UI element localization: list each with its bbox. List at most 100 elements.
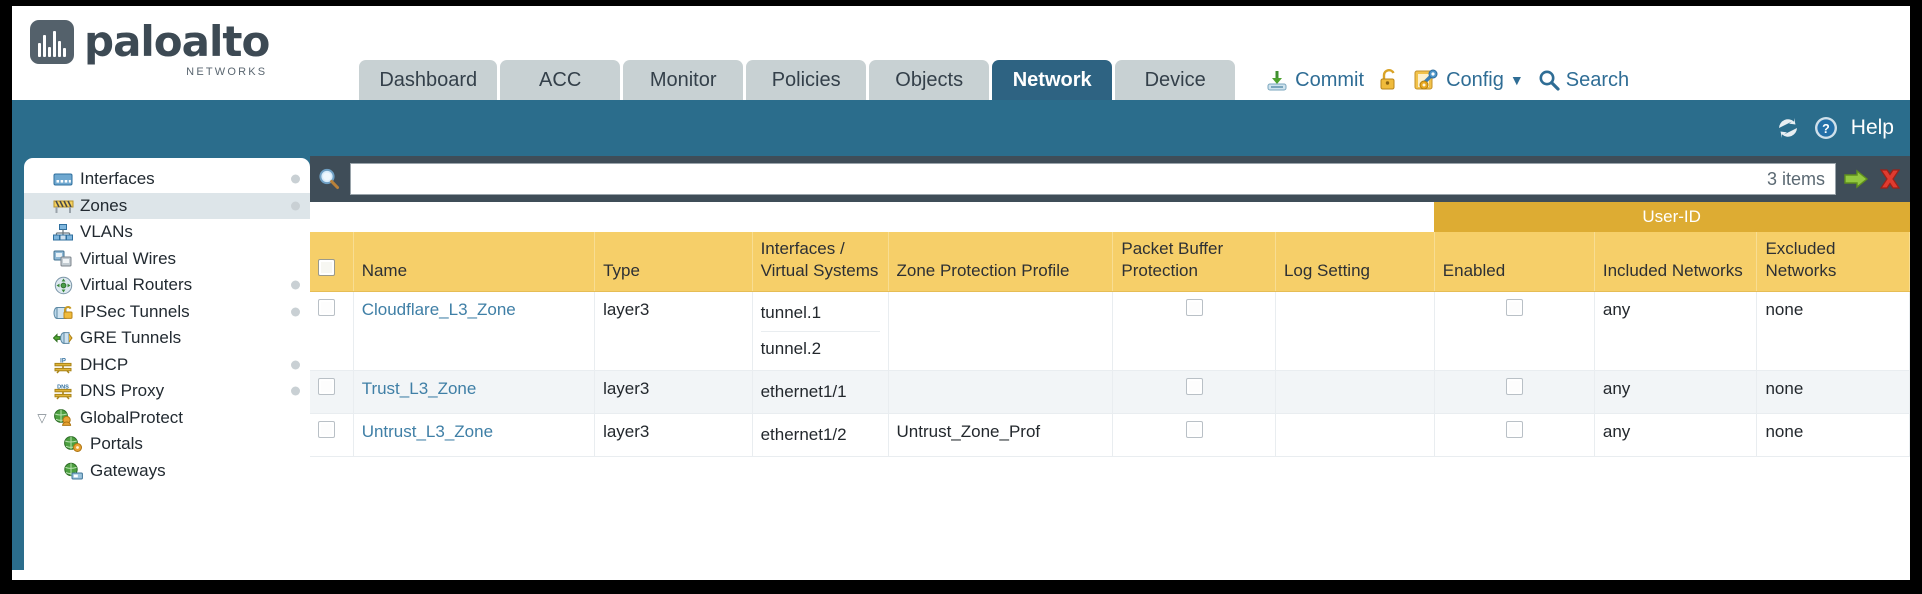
cell-user-id-enabled[interactable] [1434, 370, 1595, 415]
sidebar-item-virtual-wires[interactable]: Virtual Wires [24, 246, 310, 273]
gateways-icon [60, 462, 86, 480]
status-dot [291, 386, 300, 396]
tab-monitor[interactable]: Monitor [623, 60, 744, 100]
cell-zone-protection-profile: Untrust_Zone_Prof [888, 413, 1114, 458]
table-row[interactable]: Cloudflare_L3_Zone layer3 tunnel.1 tunne… [310, 291, 1910, 371]
column-header-included-networks[interactable]: Included Networks [1594, 231, 1758, 292]
cell-user-id-enabled[interactable] [1434, 291, 1595, 371]
zone-name-link[interactable]: Cloudflare_L3_Zone [361, 299, 516, 319]
commit-button[interactable]: Commit [1265, 68, 1364, 92]
paloalto-logo-icon [30, 20, 74, 64]
sidebar-item-portals[interactable]: Portals [24, 431, 310, 458]
config-menu-button[interactable]: Config ▼ [1414, 68, 1524, 92]
sidebar-item-interfaces[interactable]: Interfaces [24, 166, 310, 193]
row-checkbox[interactable] [318, 421, 335, 439]
sidebar-item-label: GRE Tunnels [80, 328, 182, 348]
cell-log-setting [1275, 413, 1435, 458]
group-header-user-id: User-ID [1434, 202, 1910, 233]
cell-included-networks: any [1594, 291, 1758, 371]
tab-policies[interactable]: Policies [746, 60, 867, 100]
tab-objects[interactable]: Objects [869, 60, 990, 100]
help-icon[interactable]: ? [1813, 115, 1839, 141]
column-header-enabled[interactable]: Enabled [1434, 231, 1595, 292]
column-header-zone-protection-profile[interactable]: Zone Protection Profile [888, 231, 1114, 292]
gre-tunnels-icon [50, 330, 76, 346]
row-checkbox[interactable] [318, 377, 335, 395]
refresh-icon[interactable] [1775, 115, 1801, 141]
expand-collapse-triangle-icon[interactable]: ▽ [37, 410, 47, 425]
sidebar-item-dhcp[interactable]: IP DHCP [24, 352, 310, 379]
item-count-label: 3 items [1766, 168, 1825, 189]
sidebar: Interfaces Zones [12, 156, 310, 570]
sidebar-item-label: VLANs [80, 222, 133, 242]
packet-buffer-protection-checkbox[interactable] [1185, 421, 1203, 439]
cell-user-id-enabled[interactable] [1434, 413, 1595, 458]
cell-packet-buffer-protection[interactable] [1112, 370, 1276, 415]
table-row[interactable]: Untrust_L3_Zone layer3 ethernet1/2 Untru… [310, 413, 1910, 458]
packet-buffer-protection-checkbox[interactable] [1185, 377, 1203, 395]
dhcp-icon: IP [50, 356, 76, 374]
user-id-enabled-checkbox[interactable] [1505, 298, 1523, 316]
column-header-log-setting[interactable]: Log Setting [1275, 231, 1435, 292]
svg-text:IP: IP [60, 358, 66, 364]
cell-name[interactable]: Untrust_L3_Zone [353, 413, 596, 458]
sidebar-item-vlans[interactable]: VLANs [24, 219, 310, 246]
sidebar-item-label: Virtual Routers [80, 275, 193, 295]
row-select-cell[interactable] [310, 413, 354, 458]
cell-packet-buffer-protection[interactable] [1112, 413, 1276, 458]
column-header-type[interactable]: Type [594, 231, 753, 292]
zones-table-container[interactable]: User-ID Name Type Interfaces / Virtual S… [310, 202, 1910, 570]
apply-filter-arrow-icon[interactable] [1842, 165, 1870, 193]
zones-icon [50, 198, 76, 214]
row-checkbox[interactable] [318, 298, 335, 316]
cell-packet-buffer-protection[interactable] [1112, 291, 1276, 371]
search-input[interactable]: 3 items [350, 163, 1836, 195]
sidebar-item-label: Virtual Wires [80, 248, 177, 268]
sidebar-item-dns-proxy[interactable]: DNS DNS Proxy [24, 378, 310, 405]
cell-type: layer3 [594, 413, 753, 458]
column-header-packet-buffer-protection[interactable]: Packet Buffer Protection [1112, 231, 1276, 292]
cell-type: layer3 [594, 291, 753, 371]
tab-network[interactable]: Network [992, 60, 1113, 100]
tab-device[interactable]: Device [1115, 60, 1236, 100]
cell-log-setting [1275, 291, 1435, 371]
sidebar-item-gre-tunnels[interactable]: GRE Tunnels [24, 325, 310, 352]
config-icon [1414, 68, 1440, 92]
sidebar-item-gateways[interactable]: Gateways [24, 458, 310, 485]
search-button[interactable]: Search [1538, 69, 1629, 92]
main-tab-bar: Dashboard ACC Monitor Policies Objects N… [359, 60, 1236, 100]
cell-name[interactable]: Trust_L3_Zone [353, 370, 596, 415]
cell-excluded-networks: none [1756, 413, 1910, 458]
clear-filter-close-icon[interactable] [1876, 165, 1904, 193]
zone-name-link[interactable]: Trust_L3_Zone [361, 378, 477, 398]
user-id-enabled-checkbox[interactable] [1505, 421, 1523, 439]
lock-icon[interactable] [1378, 68, 1400, 92]
table-row[interactable]: Trust_L3_Zone layer3 ethernet1/1 [310, 370, 1910, 415]
row-select-cell[interactable] [310, 291, 354, 371]
sidebar-item-zones[interactable]: Zones [24, 192, 310, 219]
sidebar-item-virtual-routers[interactable]: Virtual Routers [24, 272, 310, 299]
tab-acc[interactable]: ACC [500, 60, 621, 100]
sidebar-item-ipsec-tunnels[interactable]: IPSec Tunnels [24, 299, 310, 326]
column-header-name[interactable]: Name [353, 231, 596, 292]
search-icon[interactable] [314, 164, 344, 194]
zones-table: User-ID Name Type Interfaces / Virtual S… [310, 202, 1910, 458]
packet-buffer-protection-checkbox[interactable] [1185, 298, 1203, 316]
tab-dashboard[interactable]: Dashboard [359, 60, 498, 100]
cell-zone-protection-profile [888, 291, 1114, 371]
interface-entry: tunnel.2 [760, 330, 880, 363]
ipsec-tunnels-icon [50, 304, 76, 320]
sidebar-item-globalprotect[interactable]: ▽ GlobalProtect [24, 405, 310, 432]
user-id-enabled-checkbox[interactable] [1505, 377, 1523, 395]
row-select-cell[interactable] [310, 370, 354, 415]
cell-name[interactable]: Cloudflare_L3_Zone [353, 291, 596, 371]
select-all-checkbox[interactable] [318, 258, 335, 276]
select-all-header-cell[interactable] [310, 231, 354, 292]
column-header-excluded-networks[interactable]: Excluded Networks [1756, 231, 1910, 292]
zone-name-link[interactable]: Untrust_L3_Zone [361, 422, 494, 442]
column-header-interfaces-virtual-systems[interactable]: Interfaces / Virtual Systems [752, 231, 889, 292]
cell-type: layer3 [594, 370, 753, 415]
virtual-routers-icon [50, 276, 76, 295]
vlans-icon [50, 223, 76, 241]
help-label[interactable]: Help [1850, 116, 1894, 139]
